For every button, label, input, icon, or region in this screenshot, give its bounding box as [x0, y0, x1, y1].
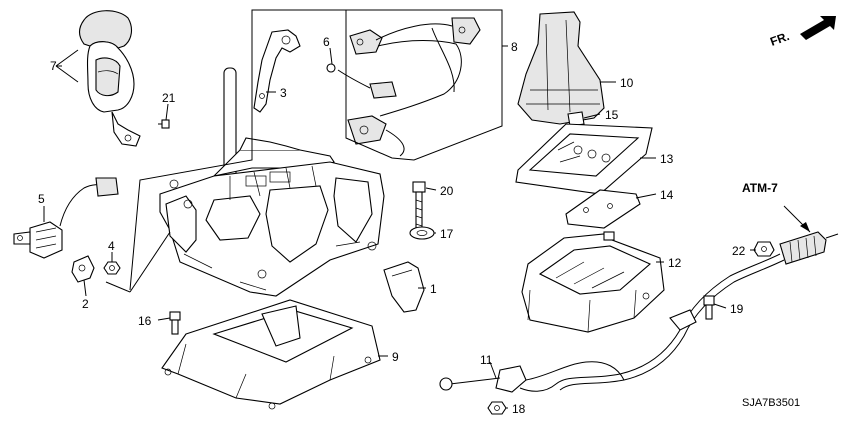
bolt-21 — [158, 119, 170, 129]
leader-20 — [425, 187, 437, 191]
callout-1: 1 — [430, 282, 437, 296]
clip-15 — [567, 111, 585, 127]
callout-15: 15 — [605, 108, 619, 122]
callout-11: 11 — [480, 353, 493, 367]
leader-14 — [635, 193, 657, 199]
callout-19: 19 — [730, 302, 744, 316]
front-direction-arrow — [800, 16, 836, 40]
lever-bracket — [253, 29, 301, 113]
callout-14: 14 — [660, 188, 674, 202]
callout-3: 3 — [280, 86, 287, 100]
callout-13: 13 — [660, 152, 674, 166]
shifter-base — [159, 67, 385, 297]
callout-6: 6 — [323, 35, 330, 49]
group-box-top — [251, 9, 346, 160]
callout-16: 16 — [138, 314, 152, 328]
nut-4 — [103, 261, 121, 275]
callout-2: 2 — [82, 297, 89, 311]
shift-cable — [439, 231, 839, 393]
leader-16 — [157, 317, 171, 321]
bolt-20 — [412, 181, 426, 239]
clip-6 — [326, 63, 336, 73]
callout-18: 18 — [512, 402, 526, 416]
wire-harness — [337, 17, 481, 157]
callout-9: 9 — [392, 350, 399, 364]
bolt-16 — [169, 311, 181, 335]
nut-18 — [487, 401, 507, 415]
switch-2 — [71, 255, 95, 283]
callout-20: 20 — [440, 184, 454, 198]
callout-7: 7 — [50, 59, 57, 73]
leader-6 — [329, 47, 333, 65]
shift-boot — [517, 11, 605, 125]
leader-15 — [583, 113, 601, 119]
callout-17: 17 — [440, 227, 454, 241]
leader-7 — [55, 49, 79, 83]
leader-2 — [83, 279, 87, 297]
cover-1 — [383, 261, 425, 313]
group-box-harness — [345, 9, 503, 161]
direction-label: FR. — [768, 29, 791, 49]
group-box-left-leader — [105, 231, 171, 293]
callout-10: 10 — [620, 76, 634, 90]
callout-22: 22 — [732, 244, 746, 258]
washer-17 — [409, 226, 435, 240]
reference-label: ATM-7 — [742, 181, 778, 195]
shift-lock-solenoid — [13, 177, 119, 259]
leader-11 — [489, 361, 497, 379]
callout-21: 21 — [162, 91, 176, 105]
housing-12 — [521, 231, 665, 333]
shift-knob — [78, 10, 141, 147]
callout-12: 12 — [668, 256, 682, 270]
leader-19 — [713, 303, 727, 309]
bottom-frame — [161, 299, 381, 410]
nut-22 — [753, 241, 775, 257]
plate-14 — [565, 189, 641, 229]
drawing-code: SJA7B3501 — [742, 397, 800, 409]
callout-5: 5 — [38, 192, 45, 206]
bolt-19 — [703, 295, 715, 320]
leader-21 — [165, 103, 169, 121]
indicator-panel — [515, 123, 653, 195]
callout-8: 8 — [511, 40, 518, 54]
callout-4: 4 — [108, 239, 115, 253]
leader-atm-arrowhead — [800, 222, 810, 232]
